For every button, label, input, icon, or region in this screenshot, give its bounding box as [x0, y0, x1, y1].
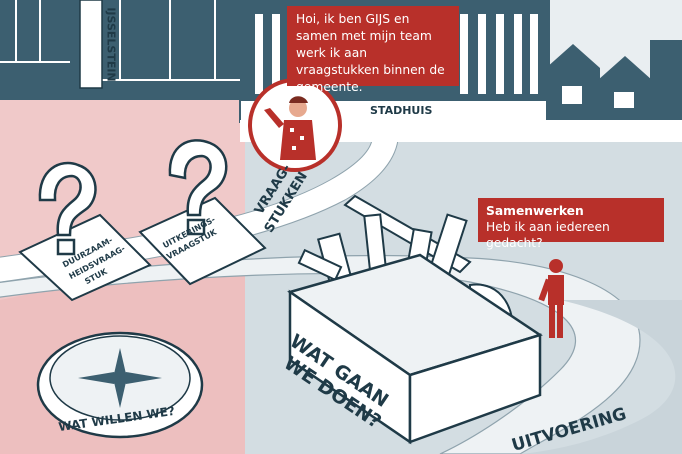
team-speech-text: Heb ik aan iedereen gedacht? — [486, 220, 610, 250]
sign-duurzaamheid — [18, 213, 152, 302]
ijsselstein-sign — [79, 0, 103, 89]
team-speech-bubble: Samenwerken Heb ik aan iedereen gedacht? — [478, 198, 664, 250]
ijsselstein-label: IJSSELSTEIN — [104, 7, 118, 82]
road-edge — [520, 300, 682, 454]
gijs-speech-text: Hoi, ik ben GIJS en samen met mijn team … — [296, 12, 445, 94]
red-person — [538, 259, 564, 338]
houses — [546, 40, 682, 120]
house-windows — [562, 86, 634, 108]
gijs-figure — [264, 96, 316, 160]
stadhuis-windows — [255, 14, 538, 94]
team-speech-title: Samenwerken — [486, 204, 584, 218]
stadhuis-label: STADHUIS — [370, 104, 433, 117]
building-left — [0, 0, 245, 100]
sidewalk — [240, 120, 682, 142]
building-left-lines — [0, 0, 245, 81]
compass-star — [78, 348, 162, 408]
toolbox — [287, 194, 543, 445]
question-marks — [38, 139, 228, 256]
sidewalk-pink — [0, 100, 245, 140]
gijs-speech-bubble: Hoi, ik ben GIJS en samen met mijn team … — [287, 6, 459, 94]
